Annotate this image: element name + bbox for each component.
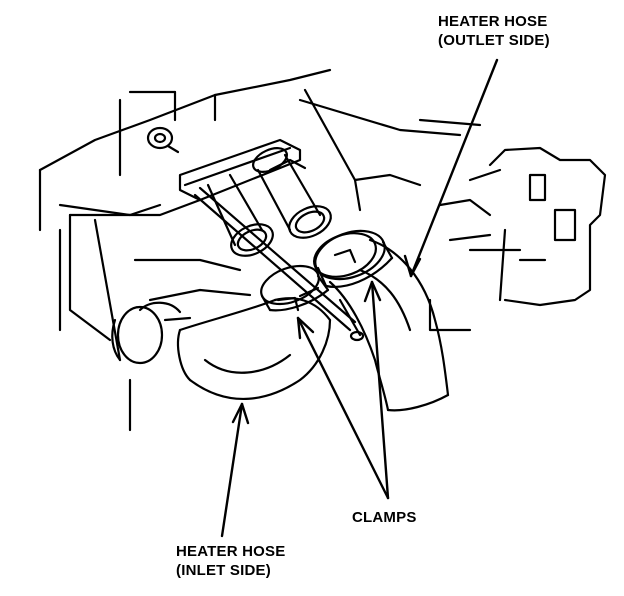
engine-background-lines [38,68,522,432]
label-outlet-line-2: (OUTLET SIDE) [438,32,550,49]
leader-arrows [220,58,499,538]
label-inlet-line-2: (INLET SIDE) [176,562,271,579]
label-clamps: CLAMPS [352,508,417,527]
label-inlet-line-1: HEATER HOSE [176,543,286,560]
heater-core-pipes [178,138,357,332]
label-clamps-text: CLAMPS [352,509,417,526]
clamp-outlet [314,229,394,342]
label-heater-hose-inlet: HEATER HOSE (INLET SIDE) [176,542,285,580]
clamp-inlet [260,264,330,312]
heater-hose-inlet [111,297,332,400]
engine-block-right [438,146,607,307]
label-outlet-line-1: HEATER HOSE [438,13,548,30]
label-heater-hose-outlet: HEATER HOSE (OUTLET SIDE) [438,12,550,50]
